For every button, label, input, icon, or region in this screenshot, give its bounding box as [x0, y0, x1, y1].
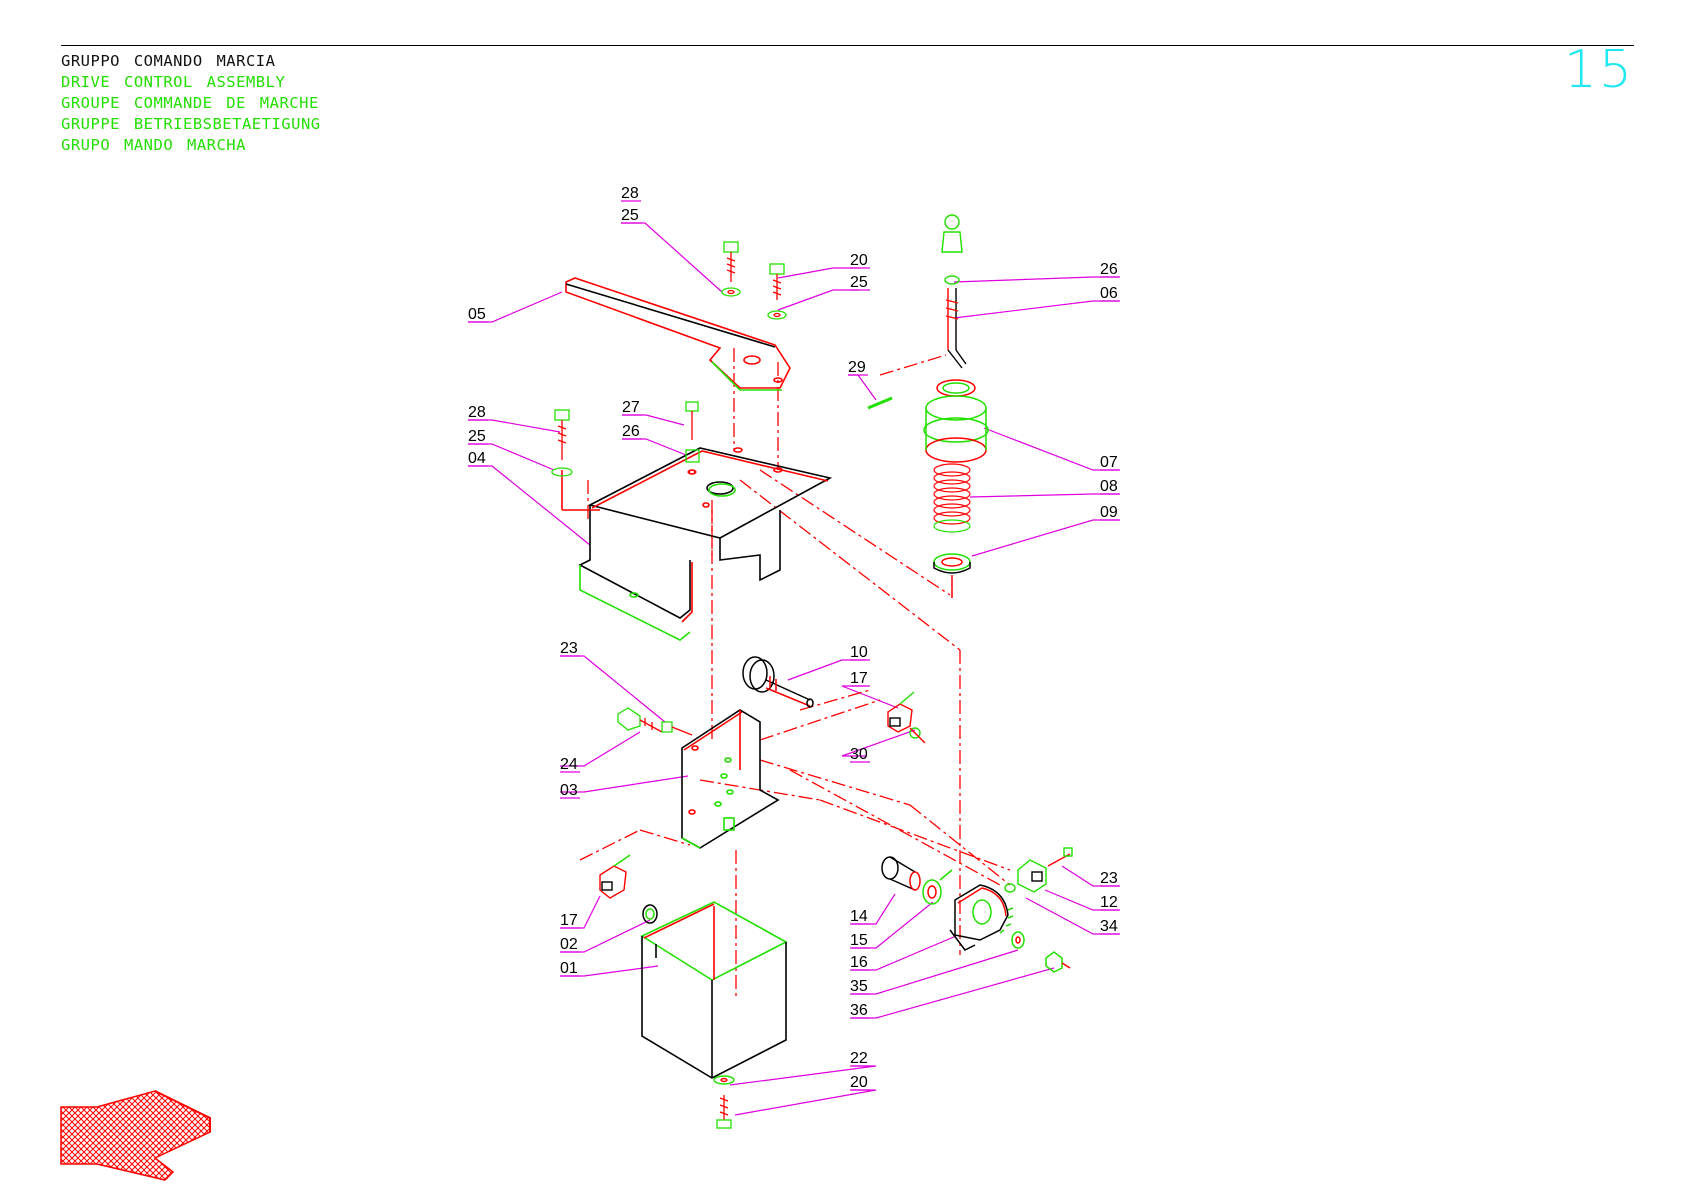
callout-c36: 36 — [850, 1002, 868, 1019]
callout-c04: 04 — [468, 450, 486, 467]
callout-c14: 14 — [850, 908, 868, 925]
part-36-nut — [1045, 951, 1071, 973]
title-german: GRUPPE BETRIEBSBETAETIGUNG — [61, 115, 321, 133]
part-17-microswitch-right — [887, 691, 915, 733]
callout-c25c: 25 — [468, 428, 486, 445]
part-15-bearing — [922, 869, 953, 905]
part-17-microswitch-left — [599, 854, 631, 899]
part-02-ring — [642, 904, 658, 924]
part-35-washer — [1011, 931, 1025, 949]
callout-c12: 12 — [1100, 894, 1118, 911]
part-03-plate — [681, 709, 780, 849]
callout-c23a: 23 — [560, 640, 578, 657]
leader-lines — [468, 222, 1119, 1116]
callout-c15: 15 — [850, 932, 868, 949]
part-29-pin — [867, 396, 893, 410]
callout-c29: 29 — [848, 359, 866, 376]
callout-c17a: 17 — [850, 670, 868, 687]
part-05-pedal — [565, 277, 791, 391]
title-italian: GRUPPO COMANDO MARCIA — [61, 52, 276, 70]
callout-c17b: 17 — [560, 912, 578, 929]
part-23-screw-left — [661, 721, 693, 736]
callout-c03: 03 — [560, 782, 578, 799]
part-24-bolt — [617, 707, 663, 733]
part-01-box — [640, 901, 788, 1079]
callout-c16: 16 — [850, 954, 868, 971]
part-10-shaft — [742, 656, 814, 708]
callout-c20a: 20 — [850, 252, 868, 269]
callout-c28a: 28 — [621, 185, 639, 202]
part-28-screw-left — [551, 409, 573, 477]
callout-c27: 27 — [622, 399, 640, 416]
callout-labels: 28 25 20 25 05 26 06 29 28 25 04 27 26 07 08 09 23 10 17 30… — [468, 185, 1120, 1091]
callout-c25a: 25 — [621, 207, 639, 224]
title-block: GRUPPO COMANDO MARCIA DRIVE CONTROL ASSE… — [61, 51, 321, 156]
callout-c10: 10 — [850, 644, 868, 661]
part-16-gear-sector — [949, 884, 1014, 951]
callout-c08: 08 — [1100, 478, 1118, 495]
title-french: GROUPE COMMANDE DE MARCHE — [61, 94, 319, 112]
brand-arrow-logo — [60, 1090, 211, 1181]
part-30-nut — [909, 727, 926, 744]
part-20-screw-bottom — [716, 1095, 732, 1129]
assembly-centerlines — [579, 348, 1011, 1000]
callout-c23b: 23 — [1100, 870, 1118, 887]
part-04-bracket — [561, 447, 833, 641]
part-09-cup — [933, 553, 971, 598]
title-spanish: GRUPO MANDO MARCHA — [61, 136, 246, 154]
part-27-screw — [685, 401, 700, 475]
part-34-washer — [1004, 883, 1016, 893]
callout-c09: 09 — [1100, 504, 1118, 521]
callout-c26b: 26 — [622, 423, 640, 440]
callout-c20b: 20 — [850, 1074, 868, 1091]
page-number: 15 — [1563, 40, 1634, 100]
callout-c06: 06 — [1100, 285, 1118, 302]
callout-c05: 05 — [468, 306, 486, 323]
part-28-screw-top — [721, 241, 741, 297]
title-english: DRIVE CONTROL ASSEMBLY — [61, 73, 286, 91]
callout-c22: 22 — [850, 1050, 868, 1067]
part-22-washer — [713, 1075, 735, 1085]
callout-c24: 24 — [560, 756, 578, 773]
callout-c07: 07 — [1100, 454, 1118, 471]
part-07-bellows — [923, 379, 989, 463]
callout-c26a: 26 — [1100, 261, 1118, 278]
part-08-spring — [933, 463, 971, 533]
callout-c28b: 28 — [468, 404, 486, 421]
part-14-bushing — [881, 856, 921, 891]
header-rule — [61, 45, 1634, 46]
callout-c34: 34 — [1100, 918, 1118, 935]
part-12-microswitch — [1017, 859, 1047, 893]
callout-c25b: 25 — [850, 274, 868, 291]
part-06-rod — [941, 214, 967, 369]
part-23-screw-right — [1047, 847, 1073, 867]
part-20-screw-top — [767, 263, 787, 320]
callout-c35: 35 — [850, 978, 868, 995]
callout-c30: 30 — [850, 746, 868, 763]
callout-c01: 01 — [560, 960, 578, 977]
callout-c02: 02 — [560, 936, 578, 953]
